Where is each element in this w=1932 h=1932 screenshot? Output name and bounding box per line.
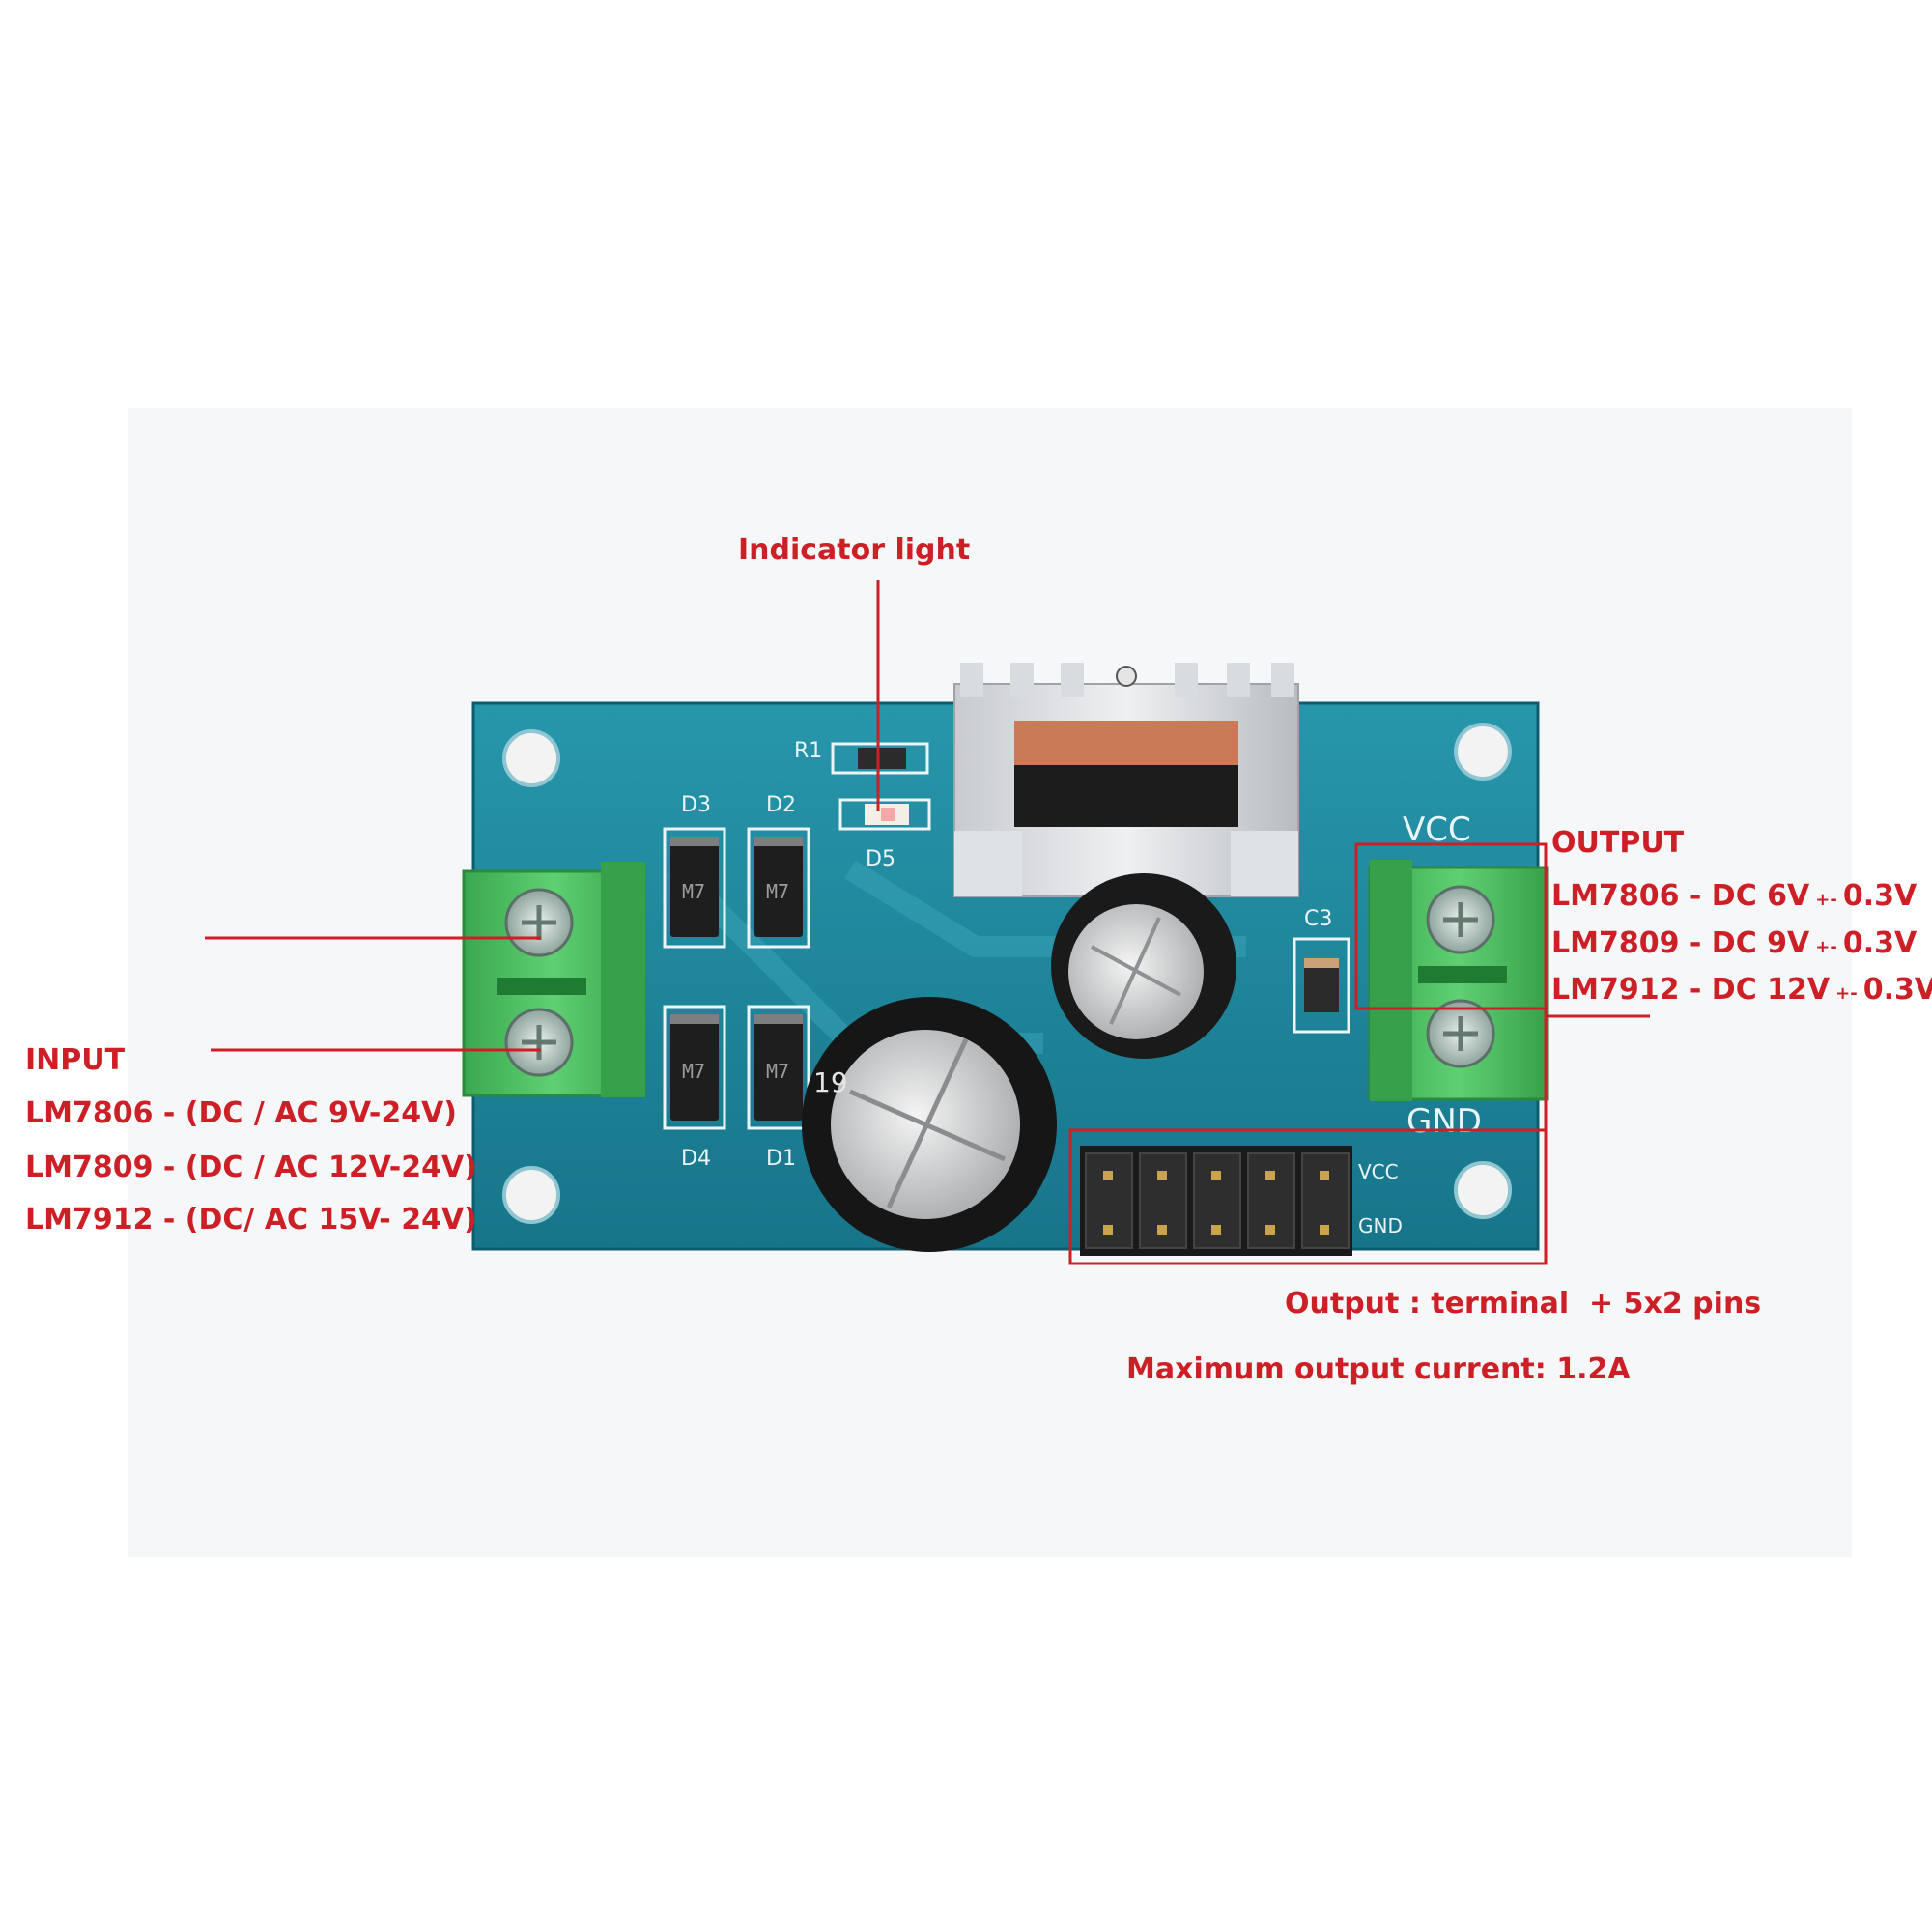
diode-marking-text: M7 — [766, 1060, 789, 1083]
input-terminal-block — [462, 862, 645, 1097]
output-model: LM7809 - DC 9V — [1551, 926, 1810, 960]
silk-diodes — [663, 827, 810, 1130]
silk-text: R1 D5 D3 D2 D4 D1 C3 VCC GND VCC GND — [681, 739, 1482, 1237]
diode-marking-text: M7 — [766, 880, 789, 903]
pin-header-box — [1068, 1128, 1548, 1265]
output-model: LM7912 - DC 12V — [1551, 973, 1831, 1007]
output-line: LM7806 - DC 6V+-0.3V — [1551, 882, 1917, 911]
silk-d2: D2 — [766, 793, 796, 817]
plus-minus-symbol: +- — [1815, 937, 1837, 957]
silk-d1: D1 — [766, 1147, 796, 1171]
regulator-ic — [1014, 666, 1238, 827]
input-line: LM7809 - (DC / AC 12V-24V) — [25, 1151, 477, 1184]
input-line: LM7806 - (DC / AC 9V-24V) — [25, 1096, 457, 1130]
silk-vcc: VCC — [1403, 810, 1471, 849]
diode-marking: M7 M7 M7 M7 — [682, 880, 789, 1083]
diode-marking-text: M7 — [682, 1060, 705, 1083]
silk-r1-d5 — [831, 742, 931, 831]
silk-d3: D3 — [681, 793, 711, 817]
mounting-hole — [502, 723, 1512, 1224]
annotation-lines — [205, 580, 1650, 1265]
output-pins-label: Output : terminal + 5x2 pins — [1285, 1287, 1762, 1321]
pin-header — [1080, 1146, 1352, 1256]
diode — [670, 837, 803, 1121]
output-tolerance: 0.3V — [1862, 973, 1932, 1007]
output-terminal-block — [1368, 860, 1549, 1101]
silk-c3: C3 — [1304, 907, 1332, 931]
output-tolerance: 0.3V — [1842, 926, 1918, 960]
plus-minus-symbol: +- — [1835, 983, 1858, 1004]
silk-gnd: GND — [1406, 1102, 1482, 1141]
output-line: LM7809 - DC 9V+-0.3V — [1551, 929, 1917, 958]
plus-minus-symbol: +- — [1815, 890, 1837, 910]
cap-marking: 19 — [813, 1066, 848, 1098]
input-line: LM7912 - (DC/ AC 15V- 24V) — [25, 1203, 477, 1236]
silk-pin-vcc: VCC — [1358, 1160, 1399, 1183]
resistor-r1 — [858, 748, 906, 769]
output-line: LM7912 - DC 12V+-0.3V — [1551, 976, 1932, 1005]
diode-marking-text: M7 — [682, 880, 705, 903]
silk-r1: R1 — [794, 739, 822, 763]
silk-d4: D4 — [681, 1147, 711, 1171]
silk-d5: D5 — [866, 847, 895, 871]
indicator-light-label: Indicator light — [738, 533, 971, 567]
output-title: OUTPUT — [1551, 826, 1685, 860]
output-tolerance: 0.3V — [1842, 879, 1918, 913]
capacitor-small — [1051, 873, 1236, 1059]
input-title: INPUT — [25, 1043, 126, 1077]
output-model: LM7806 - DC 6V — [1551, 879, 1810, 913]
silk-c3 — [1293, 937, 1350, 1034]
silk-pin-gnd: GND — [1358, 1214, 1403, 1237]
capacitor-large — [802, 997, 1057, 1252]
max-current-label: Maximum output current: 1.2A — [1126, 1352, 1631, 1386]
